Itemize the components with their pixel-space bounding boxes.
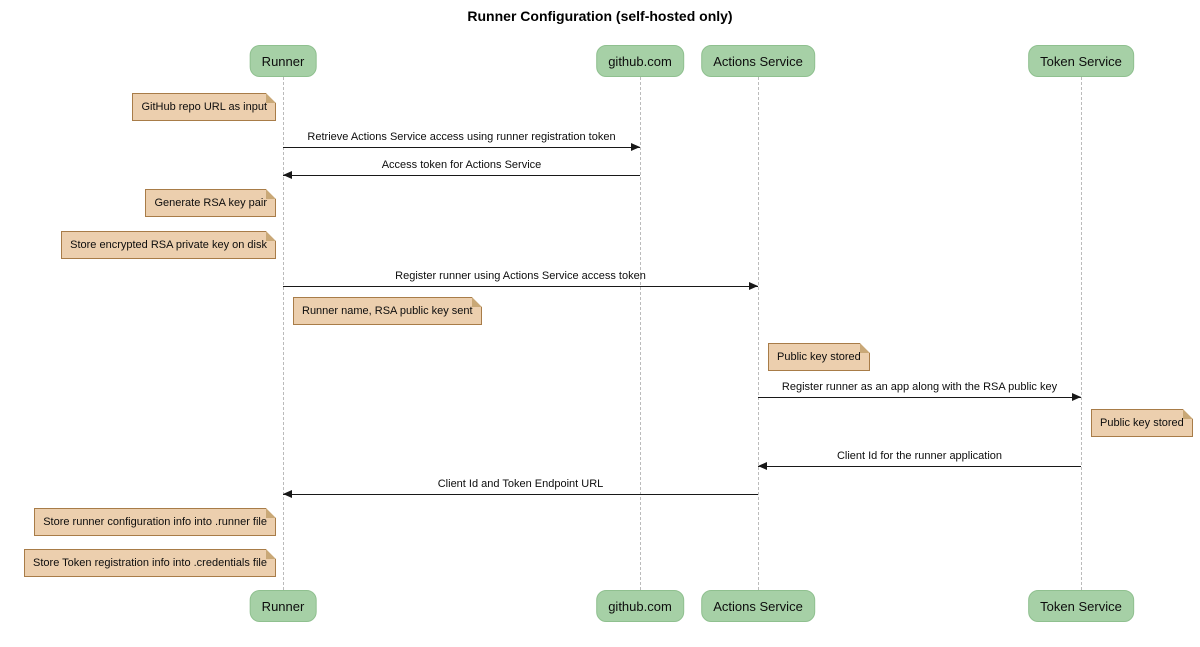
participant-github-bottom: github.com <box>596 590 684 622</box>
message-2-label: Register runner using Actions Service ac… <box>395 270 646 282</box>
note-4: Public key stored <box>768 343 870 371</box>
diagram-title: Runner Configuration (self-hosted only) <box>467 8 733 24</box>
message-1-label: Access token for Actions Service <box>381 159 542 171</box>
message-2-arrowhead <box>749 282 758 290</box>
note-5: Public key stored <box>1091 409 1193 437</box>
note-2: Store encrypted RSA private key on disk <box>61 231 276 259</box>
participant-runner-bottom: Runner <box>249 590 317 622</box>
note-6: Store runner configuration info into .ru… <box>34 508 276 536</box>
message-4-line <box>758 466 1081 467</box>
note-0: GitHub repo URL as input <box>132 93 276 121</box>
participant-actions-service-bottom: Actions Service <box>701 590 815 622</box>
message-2-line <box>283 286 758 287</box>
message-5-arrowhead <box>283 490 292 498</box>
lifeline-github <box>640 77 641 590</box>
message-3-label: Register runner as an app along with the… <box>781 381 1058 393</box>
lifeline-runner <box>283 77 284 590</box>
message-5-label: Client Id and Token Endpoint URL <box>437 478 604 490</box>
lifeline-actions-service <box>758 77 759 590</box>
message-0-line <box>283 147 640 148</box>
participant-token-service-bottom: Token Service <box>1028 590 1134 622</box>
note-1: Generate RSA key pair <box>145 189 276 217</box>
message-1-line <box>283 175 640 176</box>
participant-actions-service-top: Actions Service <box>701 45 815 77</box>
message-5-line <box>283 494 758 495</box>
message-1-arrowhead <box>283 171 292 179</box>
message-4-arrowhead <box>758 462 767 470</box>
note-7: Store Token registration info into .cred… <box>24 549 276 577</box>
participant-token-service-top: Token Service <box>1028 45 1134 77</box>
message-3-arrowhead <box>1072 393 1081 401</box>
message-0-arrowhead <box>631 143 640 151</box>
message-4-label: Client Id for the runner application <box>836 450 1003 462</box>
lifeline-token-service <box>1081 77 1082 590</box>
message-0-label: Retrieve Actions Service access using ru… <box>307 131 616 143</box>
participant-github-top: github.com <box>596 45 684 77</box>
note-3: Runner name, RSA public key sent <box>293 297 482 325</box>
participant-runner-top: Runner <box>249 45 317 77</box>
message-3-line <box>758 397 1081 398</box>
